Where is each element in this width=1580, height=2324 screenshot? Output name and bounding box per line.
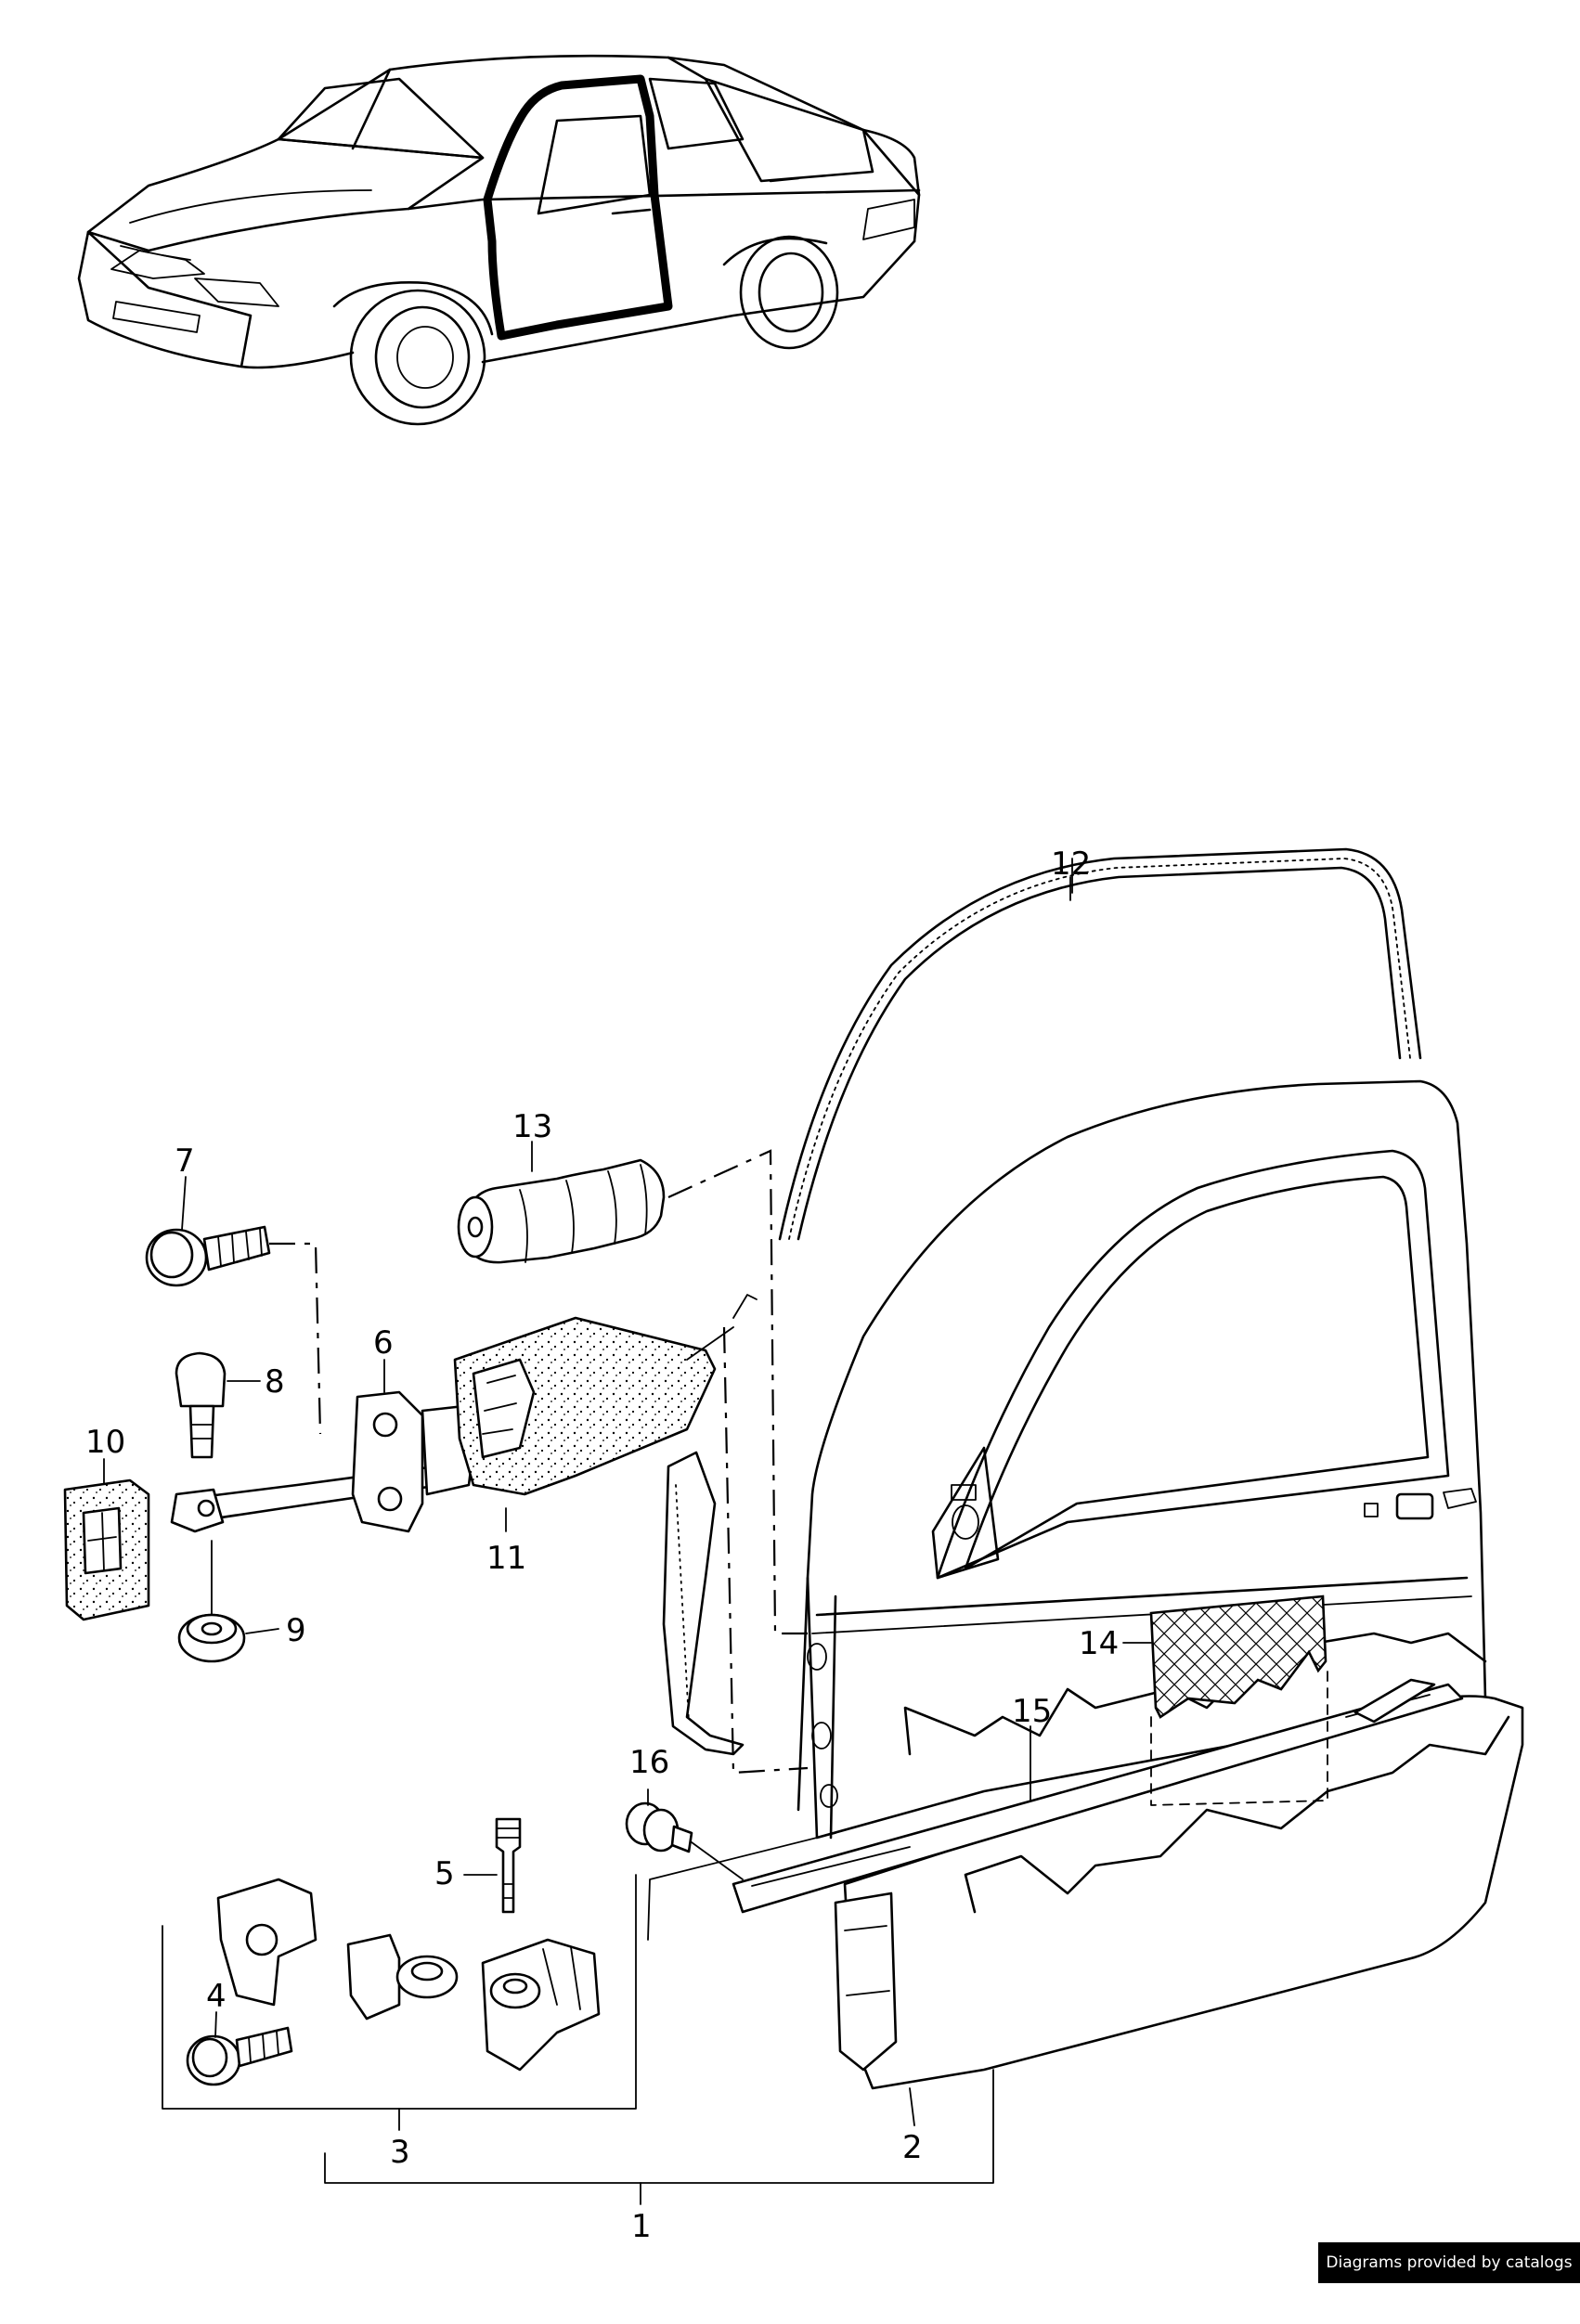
callout-4: 4 [206,1978,227,2015]
leader-lines [103,876,1152,2126]
bolt-7 [145,1225,271,1287]
callout-15: 15 [1012,1693,1052,1730]
callout-labels: 1 2 3 4 5 6 7 8 9 10 11 12 13 14 15 16 [85,846,1119,2245]
car-overview-illustration [77,54,921,426]
hinge-kit [186,1817,601,2086]
callout-14: 14 [1079,1625,1119,1662]
callout-5: 5 [434,1855,455,1892]
door-seal-vertical [662,1294,758,1756]
callout-12: 12 [1051,846,1091,883]
door-seal-12 [778,847,1422,1241]
credit-banner: Diagrams provided by catalogs parts [1318,2242,1580,2313]
callout-10: 10 [85,1424,125,1461]
cage-nut-10 [63,1478,150,1621]
callout-1: 1 [631,2208,652,2245]
callout-9: 9 [286,1612,306,1649]
assembly-lines [269,1149,836,1941]
callout-7: 7 [175,1143,195,1180]
group-brackets [162,1874,994,2205]
callout-13: 13 [512,1108,552,1145]
callout-8: 8 [265,1363,285,1401]
door-check-housing-11 [453,1316,717,1496]
sill-trim-2 [834,1695,1524,2090]
door-seal-highlight [483,74,673,341]
moulding-strip-15 [732,1678,1464,1914]
nut-9 [177,1540,246,1663]
protective-film-14 [1149,1595,1328,1806]
callout-11: 11 [486,1540,526,1577]
buffer-13 [457,1158,666,1264]
callout-3: 3 [390,2134,410,2171]
callout-16: 16 [629,1744,669,1781]
door-check-strap-6 [170,1390,475,1533]
pin-8 [175,1351,227,1459]
callout-6: 6 [373,1324,394,1362]
clip-16 [625,1801,744,1880]
callout-2: 2 [902,2129,923,2166]
